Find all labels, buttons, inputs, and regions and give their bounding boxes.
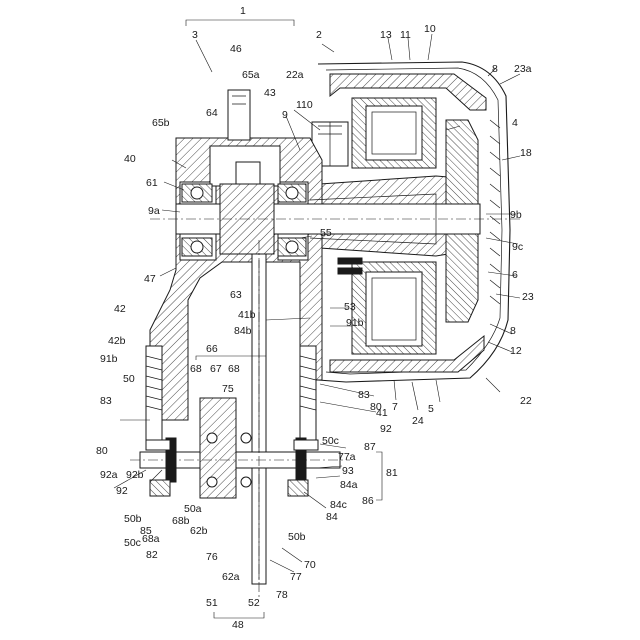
- ref-numeral-4: 4: [512, 117, 518, 129]
- ref-numeral-110: 110: [296, 99, 313, 111]
- ref-numeral-87: 87: [364, 441, 376, 453]
- ref-numeral-70: 70: [304, 559, 316, 571]
- ref-numeral-50a: 50: [123, 373, 135, 385]
- boss-46: [228, 90, 250, 140]
- ref-numeral-9c: 9c: [512, 241, 523, 253]
- ref-numeral-76: 76: [206, 551, 218, 563]
- ref-numeral-92b: 92b: [126, 469, 144, 481]
- ref-numeral-91b2: 91b: [346, 317, 364, 329]
- coil-upper: [366, 106, 422, 160]
- ref-numeral-22a: 22a: [286, 69, 304, 81]
- ref-numeral-22: 22: [520, 395, 532, 407]
- ref-numeral-46: 46: [230, 43, 242, 55]
- ref-numeral-68b: 68: [228, 363, 240, 375]
- ref-numeral-91b1: 91b: [100, 353, 118, 365]
- ref-numeral-82: 82: [146, 549, 158, 561]
- ref-numeral-42b: 42b: [108, 335, 126, 347]
- ref-numeral-66: 66: [206, 343, 218, 355]
- ref-numeral-23: 23: [522, 291, 534, 303]
- bolt-91b-right: [300, 346, 316, 442]
- ref-numeral-42: 42: [114, 303, 126, 315]
- ref-numeral-68a: 68: [190, 363, 202, 375]
- ref-numeral-85: 85: [140, 525, 152, 537]
- ref-numeral-65b: 65b: [152, 117, 170, 129]
- ref-numeral-8a: 8: [492, 63, 498, 75]
- ref-numeral-24: 24: [412, 415, 424, 427]
- ref-numeral-80b: 80: [370, 401, 382, 413]
- ref-numeral-40: 40: [124, 153, 136, 165]
- ref-numeral-84c: 84c: [330, 499, 347, 511]
- ref-numeral-11: 11: [400, 29, 411, 41]
- ref-numeral-68y: 68b: [172, 515, 190, 527]
- ref-numeral-2: 2: [316, 29, 322, 41]
- ref-numeral-50x: 50a: [184, 503, 202, 515]
- ref-numeral-55: 55: [320, 227, 332, 239]
- ref-numeral-92c: 92: [116, 485, 128, 497]
- cooling-fins: [490, 120, 500, 304]
- ref-numeral-47: 47: [144, 273, 156, 285]
- ref-numeral-43: 43: [264, 87, 276, 99]
- ref-numeral-86: 86: [362, 495, 374, 507]
- ref-numeral-13: 13: [380, 29, 392, 41]
- ref-numeral-80a: 80: [96, 445, 108, 457]
- ref-numeral-52: 52: [248, 597, 260, 609]
- ref-numeral-3: 3: [192, 29, 198, 41]
- ref-numeral-92a: 92a: [100, 469, 118, 481]
- ref-numeral-48: 48: [232, 619, 244, 631]
- ref-numeral-62b: 62b: [190, 525, 208, 537]
- ref-numeral-9a: 9a: [148, 205, 160, 217]
- ref-numeral-84b: 84b: [234, 325, 252, 337]
- ref-numeral-50b2: 50b: [288, 531, 306, 543]
- ref-numeral-12: 12: [510, 345, 522, 357]
- ref-numeral-64: 64: [206, 107, 218, 119]
- ref-numeral-92d: 92: [380, 423, 392, 435]
- hub-50a: [200, 398, 236, 498]
- ref-numeral-41b: 41b: [238, 309, 256, 321]
- ref-numeral-18: 18: [520, 147, 532, 159]
- ref-numeral-50c1: 50c: [322, 435, 339, 447]
- ref-numeral-63: 63: [230, 289, 242, 301]
- ref-numeral-1: 1: [240, 5, 246, 17]
- bolt-91b-left: [146, 346, 162, 442]
- ref-numeral-77a: 77a: [338, 451, 356, 463]
- ref-numeral-93: 93: [342, 465, 354, 477]
- ref-numeral-9b: 9b: [510, 209, 522, 221]
- bracket-1: [186, 20, 294, 26]
- bracket-48: [214, 612, 264, 618]
- ref-numeral-81: 81: [386, 467, 398, 479]
- ref-numeral-8b: 8: [510, 325, 516, 337]
- ref-numeral-10: 10: [424, 23, 436, 35]
- ref-numeral-83b: 83: [358, 389, 370, 401]
- ref-numeral-78: 78: [276, 589, 288, 601]
- ref-numeral-67: 67: [210, 363, 222, 375]
- ref-numeral-84: 84: [326, 511, 338, 523]
- ref-numeral-5: 5: [428, 403, 434, 415]
- ref-numeral-53: 53: [344, 301, 356, 313]
- bracket-81: [376, 452, 382, 500]
- ref-numeral-50c2: 50c: [124, 537, 141, 549]
- ref-numeral-65a: 65a: [242, 69, 260, 81]
- ref-numeral-50b1: 50b: [124, 513, 142, 525]
- ref-numeral-83a: 83: [100, 395, 112, 407]
- ref-numeral-62a: 62a: [222, 571, 240, 583]
- ref-numeral-61: 61: [146, 177, 158, 189]
- ref-numeral-6: 6: [512, 269, 518, 281]
- ref-numeral-23a: 23a: [514, 63, 532, 75]
- ref-numeral-75: 75: [222, 383, 234, 395]
- coil-lower: [366, 272, 422, 346]
- ref-numeral-84a: 84a: [340, 479, 358, 491]
- ref-numeral-9: 9: [282, 109, 288, 121]
- ref-numeral-7: 7: [392, 401, 398, 413]
- ref-numeral-77: 77: [290, 571, 302, 583]
- ref-numeral-51: 51: [206, 597, 218, 609]
